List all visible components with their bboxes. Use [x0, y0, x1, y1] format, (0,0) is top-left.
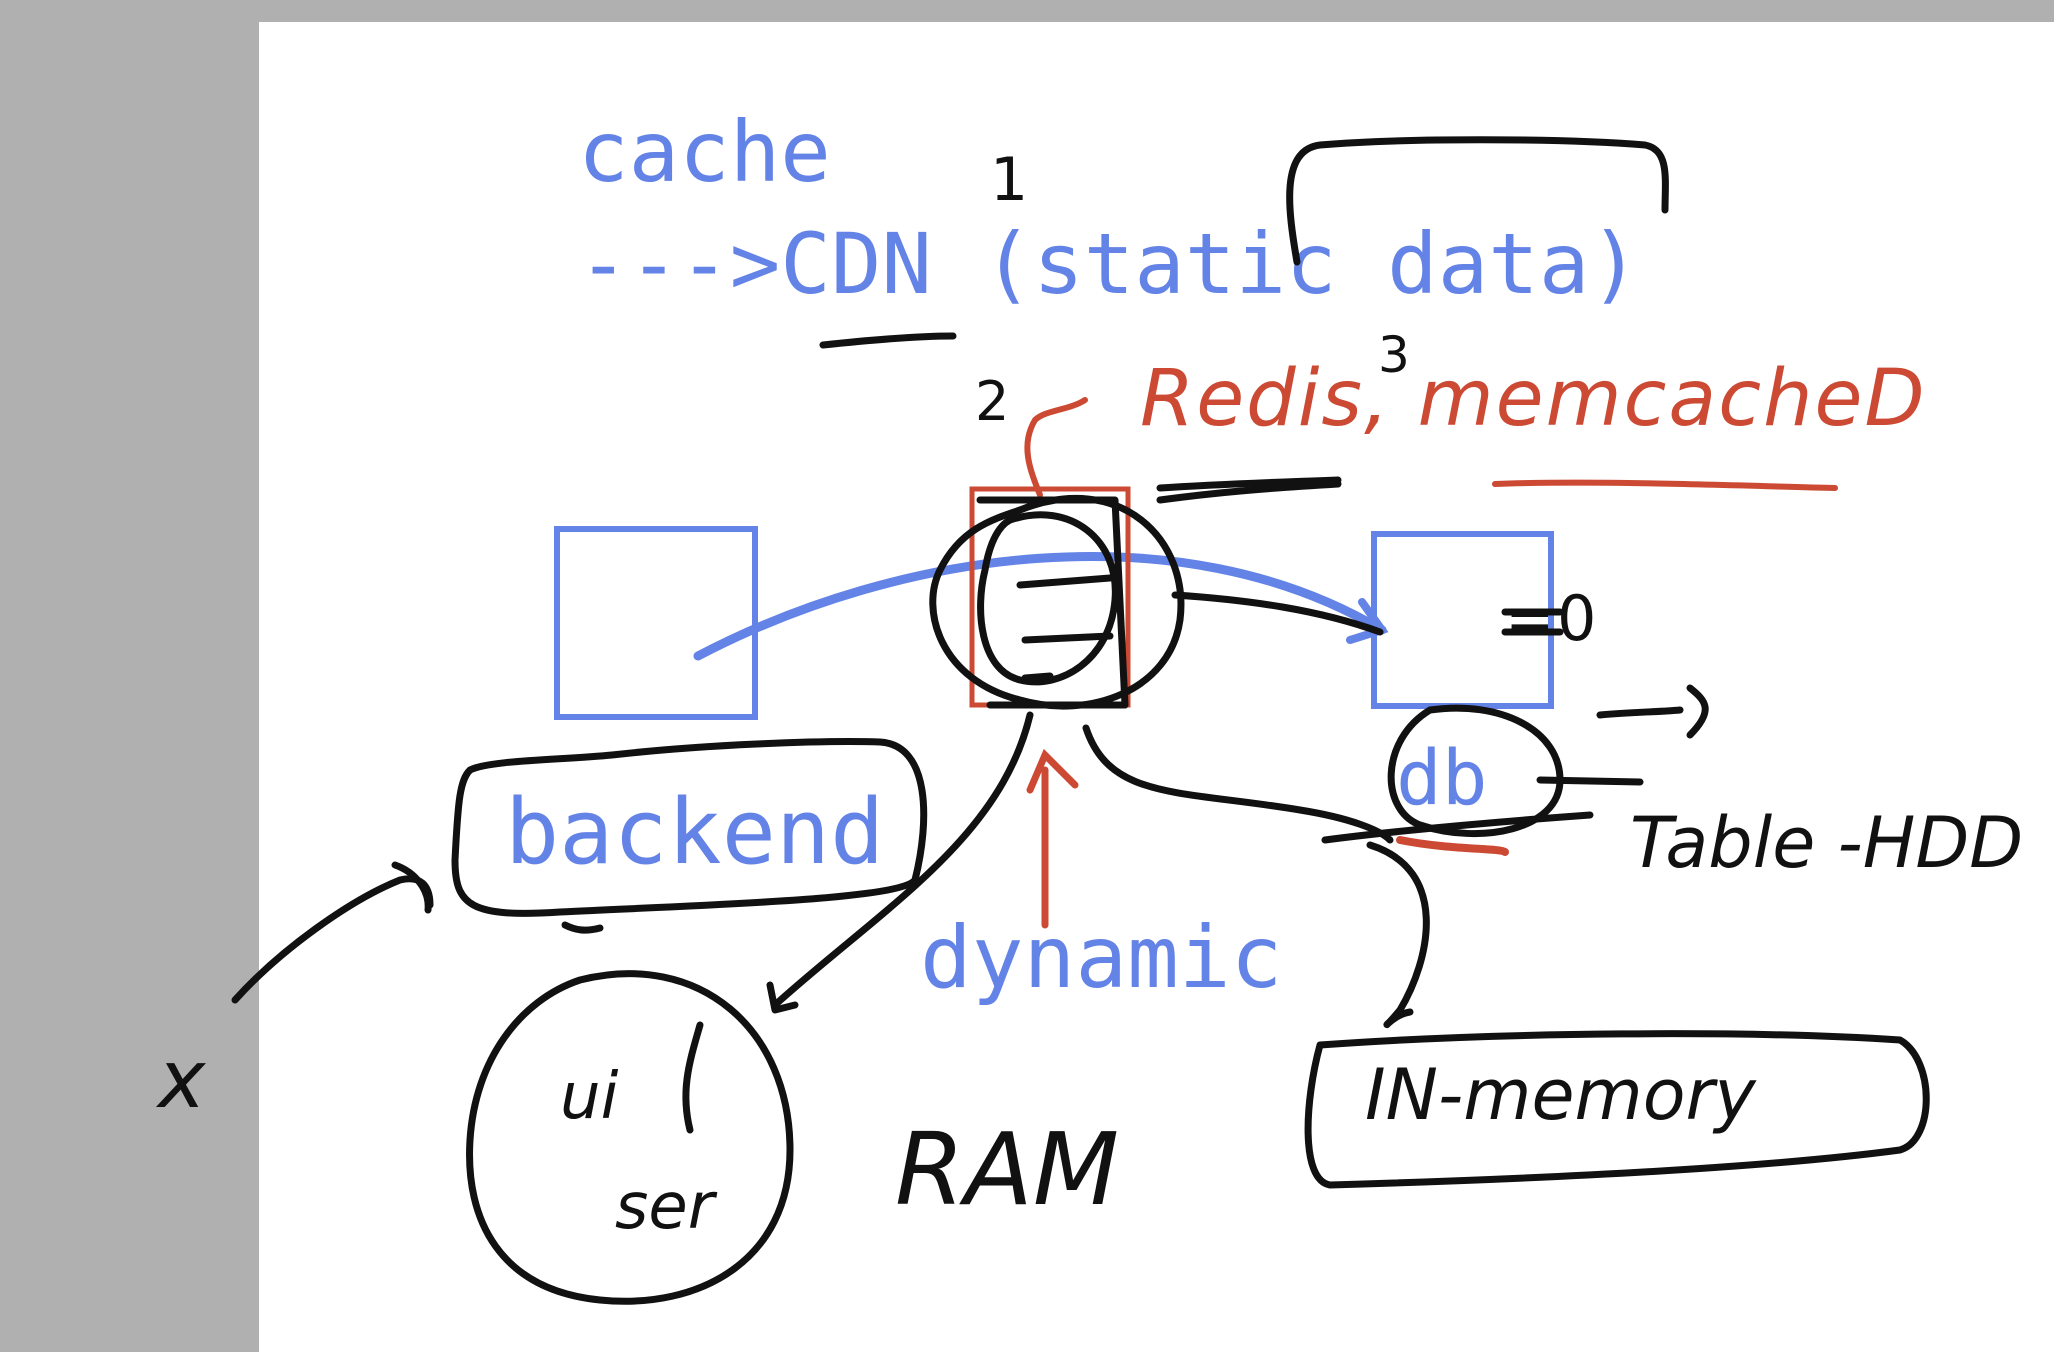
cache-inner-ellipse: [977, 511, 1119, 686]
red-underline-memcached: [1492, 479, 1838, 491]
backend-box: [554, 526, 758, 720]
inmemory-outline: [1304, 1030, 1930, 1189]
typed-cache: cache: [578, 103, 831, 201]
red-brace: [1024, 397, 1088, 498]
cdn-underline: [819, 332, 957, 349]
ram-underline: [1156, 476, 1342, 492]
note-number-2: 2: [975, 370, 1010, 433]
note-x: x: [158, 1033, 206, 1126]
ui-arrow-in: [682, 1021, 704, 1134]
note-ser: ser: [615, 1170, 715, 1244]
cache-to-ui-arrow: [771, 711, 1034, 1009]
ui-circle: [466, 970, 794, 1305]
note-number-1: 1: [990, 145, 1029, 215]
cache-box-outline: [976, 496, 1129, 709]
db-circle: [1387, 704, 1564, 838]
request-arrow: [693, 551, 1387, 661]
stripe-1: [1016, 574, 1114, 589]
note-ui: ui: [560, 1060, 619, 1134]
dash-under-redis: [1156, 480, 1342, 504]
typed-cdn-line: --->CDN (static data): [578, 215, 1641, 313]
bracket-static: [1286, 136, 1669, 266]
red-db-scribble: [1396, 836, 1509, 856]
red-up-arrowhead: [1026, 748, 1079, 794]
typed-backend: backend: [505, 780, 885, 885]
note-in-memory: IN-memory: [1365, 1054, 1756, 1136]
stripe-3: [1021, 672, 1054, 682]
db-right-dash: [1536, 776, 1644, 786]
stripe-2: [1021, 632, 1114, 644]
cache-to-db-lower-curve: [1082, 724, 1394, 844]
cache-to-db-arrow: [1171, 591, 1384, 636]
db-box: [1371, 531, 1554, 709]
db-to-inmemory-curve: [1366, 841, 1430, 1029]
note-number-3: 3: [1378, 326, 1410, 384]
ui-arrowhead: [766, 981, 799, 1014]
typed-dynamic: dynamic: [920, 908, 1283, 1008]
x-to-backend-arrow: [231, 861, 434, 1004]
note-redis-memcached: Redis, memcacheD: [1140, 354, 1927, 444]
backend-outline: [451, 738, 928, 917]
db-underline: [1321, 811, 1594, 844]
backend-down-tick: [561, 921, 604, 934]
note-table-hdd: Table -HDD: [1630, 802, 2024, 884]
note-ram: RAM: [895, 1111, 1120, 1228]
arrow-right-small: [1596, 684, 1709, 739]
typed-db: db: [1396, 733, 1488, 822]
